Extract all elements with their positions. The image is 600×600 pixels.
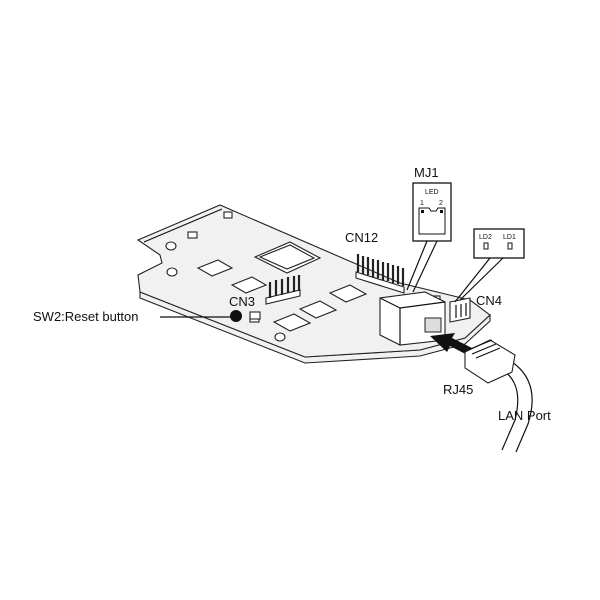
cn3-header <box>265 275 301 305</box>
mj1-label: MJ1 <box>414 165 439 180</box>
reset-button-label: SW2:Reset button <box>33 309 139 324</box>
ld2-label: LD2 <box>479 234 492 241</box>
board-components <box>165 211 441 342</box>
cn12-label: CN12 <box>345 230 378 245</box>
cn3-label: CN3 <box>229 294 255 309</box>
led-2-label: 2 <box>439 200 443 207</box>
mj1-jack-icon <box>418 207 446 235</box>
reset-switch <box>249 311 261 320</box>
lan-port-label: LAN Port <box>498 408 551 423</box>
ld1-led-icon <box>507 242 513 250</box>
cn4-connector <box>449 297 471 323</box>
rj45-plug <box>464 339 533 453</box>
cn12-header <box>355 254 405 294</box>
rj45-label: RJ45 <box>443 382 473 397</box>
ld1-label: LD1 <box>503 234 516 241</box>
ld-callout-box <box>473 228 525 259</box>
led-1-label: 1 <box>420 200 424 207</box>
ld2-led-icon <box>483 242 489 250</box>
reset-button-marker <box>230 310 242 322</box>
led-label: LED <box>425 189 439 196</box>
cn4-label: CN4 <box>476 293 502 308</box>
